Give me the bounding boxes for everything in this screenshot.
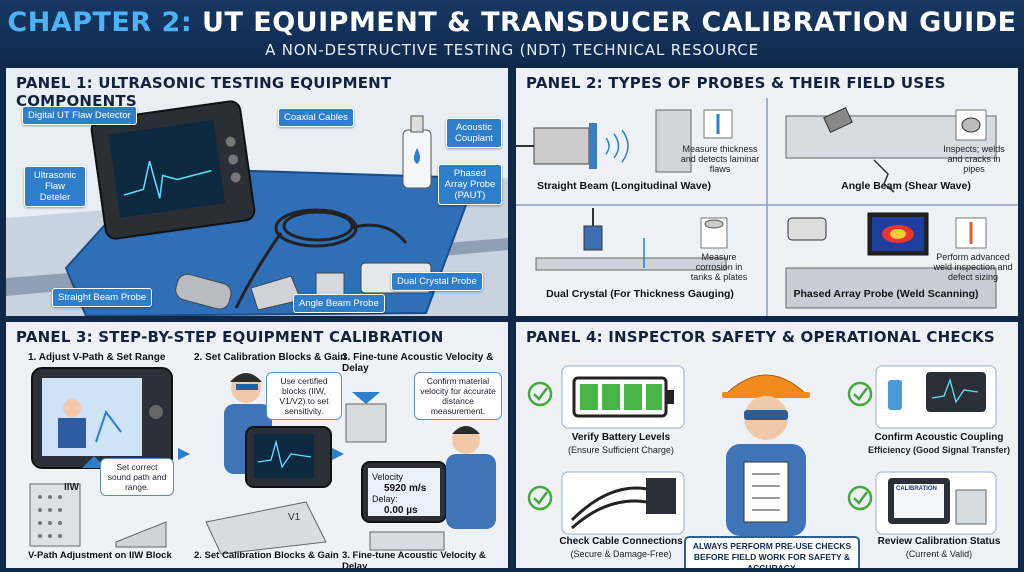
panel4-title: PANEL 4: INSPECTOR SAFETY & OPERATIONAL …	[526, 328, 995, 346]
panel-calibration-steps: PANEL 3: STEP-BY-STEP EQUIPMENT CALIBRAT…	[6, 322, 508, 568]
step-caption: 2. Set Calibration Blocks & Gain	[194, 550, 339, 561]
probe-use: Perform advanced weld inspection and def…	[933, 252, 1013, 282]
panel-probe-types: PANEL 2: TYPES OF PROBES & THEIR FIELD U…	[516, 68, 1018, 316]
label-ultrasonic-flaw: Ultrasonic Flaw Deteler	[24, 166, 86, 207]
probe-name: Dual Crystal (For Thickness Gauging)	[546, 288, 734, 300]
note-velocity: Confirm material velocity for accurate d…	[414, 372, 502, 420]
label-coaxial-cables: Coaxial Cables	[278, 108, 354, 127]
step-caption: 3. Fine-tune Acoustic Velocity & Delay	[342, 550, 486, 568]
label-acoustic-couplant: Acoustic Couplant	[446, 118, 502, 148]
step-title: 2. Set Calibration Blocks & Gain	[194, 352, 347, 363]
probe-use: Measure thickness and detects laminar fl…	[680, 144, 760, 174]
coaxial-cable-coil	[234, 208, 408, 309]
label-straight-beam: Straight Beam Probe	[52, 288, 153, 307]
probe-types-illustration	[516, 68, 1018, 316]
step-title: 3. Fine-tune Acoustic Velocity & Delay	[342, 352, 494, 374]
label-angle-beam: Angle Beam Probe	[293, 294, 385, 313]
v1-label: V1	[288, 512, 301, 523]
panel-safety-checks: PANEL 4: INSPECTOR SAFETY & OPERATIONAL …	[516, 322, 1018, 568]
probe-name: Phased Array Probe (Weld Scanning)	[793, 288, 979, 300]
page-subtitle: A NON-DESTRUCTIVE TESTING (NDT) TECHNICA…	[265, 41, 759, 59]
calibration-cert-label: CALIBRATION	[896, 486, 937, 492]
straight-probe	[175, 273, 232, 310]
velocity-value: 5920 m/s	[384, 483, 427, 494]
panel2-title: PANEL 2: TYPES OF PROBES & THEIR FIELD U…	[526, 74, 946, 92]
page-title: CHAPTER 2: UT EQUIPMENT & TRANSDUCER CAL…	[0, 7, 1024, 38]
label-flaw-detector: Digital UT Flaw Detector	[22, 106, 137, 125]
step-caption: V-Path Adjustment on IIW Block	[28, 550, 172, 561]
calibration-illustration	[6, 322, 508, 568]
couplant-bottle	[402, 115, 432, 189]
flaw-detector-device	[90, 100, 256, 240]
title-rest: UT EQUIPMENT & TRANSDUCER CALIBRATION GU…	[202, 7, 1017, 38]
label-paut: Phased Array Probe (PAUT)	[438, 164, 502, 205]
check-title: Check Cable Connections	[559, 536, 683, 547]
check-sub: (Ensure Sufficient Charge)	[568, 445, 674, 455]
header: CHAPTER 2: UT EQUIPMENT & TRANSDUCER CAL…	[0, 0, 1024, 62]
safety-banner: ALWAYS PERFORM PRE-USE CHECKS BEFORE FIE…	[684, 536, 860, 568]
safety-illustration	[516, 322, 1018, 568]
probe-name: Straight Beam (Longitudinal Wave)	[536, 180, 712, 192]
note-certified-blocks: Use certified blocks (IIW, V1/V2) to set…	[266, 372, 342, 420]
velocity-readout: Velocity 5920 m/s Delay: 0.00 µs	[372, 472, 426, 516]
panel1-title: PANEL 1: ULTRASONIC TESTING EQUIPMENT CO…	[16, 74, 392, 110]
equipment-illustration	[6, 68, 508, 316]
check-title: Verify Battery Levels	[571, 432, 671, 443]
check-title: Confirm Acoustic Coupling	[874, 432, 1004, 443]
velocity-label: Velocity	[372, 472, 404, 482]
probe-use: Inspects; welds and cracks in pipes	[943, 144, 1005, 174]
panel-equipment-components: PANEL 1: ULTRASONIC TESTING EQUIPMENT CO…	[6, 68, 508, 316]
delay-label: Delay:	[372, 494, 398, 504]
check-sub: Efficiency (Good Signal Transfer)	[867, 445, 1011, 455]
delay-value: 0.00 µs	[384, 505, 418, 516]
panel3-title: PANEL 3: STEP-BY-STEP EQUIPMENT CALIBRAT…	[16, 328, 444, 346]
check-sub: (Secure & Damage-Free)	[570, 549, 672, 559]
check-sub: (Current & Valid)	[905, 549, 973, 559]
iiw-label: IIW	[64, 482, 79, 493]
probe-use: Measure corrosion in tanks & plates	[690, 252, 748, 282]
checkmark-icons	[527, 381, 873, 511]
check-title: Review Calibration Status	[877, 536, 1001, 547]
probe-name: Angle Beam (Shear Wave)	[841, 180, 971, 192]
step-title: 1. Adjust V-Path & Set Range	[28, 352, 166, 363]
note-sound-path: Set correct sound path and range.	[100, 458, 174, 496]
title-accent: CHAPTER 2:	[7, 7, 193, 38]
label-dual-crystal: Dual Crystal Probe	[391, 272, 483, 291]
